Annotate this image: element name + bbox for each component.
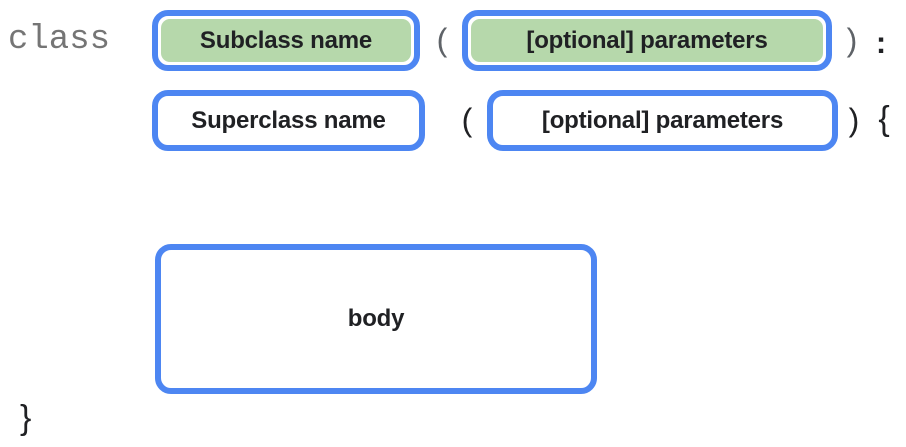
line1-open-paren: (: [436, 22, 448, 58]
line1-close-paren: ): [846, 22, 858, 58]
superclass-name-box: Superclass name: [152, 90, 425, 151]
subclass-parameters-label: [optional] parameters: [471, 19, 823, 62]
subclass-name-box: Subclass name: [152, 10, 420, 71]
open-brace: {: [878, 100, 890, 138]
line2-close-paren: ): [848, 102, 860, 138]
body-label: body: [347, 305, 405, 332]
subclass-name-label: Subclass name: [161, 19, 411, 62]
line2-open-paren: (: [461, 102, 473, 138]
subclass-parameters-box: [optional] parameters: [462, 10, 832, 71]
superclass-parameters-box: [optional] parameters: [487, 90, 838, 151]
colon-separator: :: [875, 25, 887, 60]
class-keyword: class: [8, 21, 111, 59]
body-box: body: [155, 244, 597, 394]
superclass-parameters-label: [optional] parameters: [541, 106, 784, 134]
close-brace: }: [20, 399, 32, 437]
superclass-name-label: Superclass name: [191, 106, 386, 134]
